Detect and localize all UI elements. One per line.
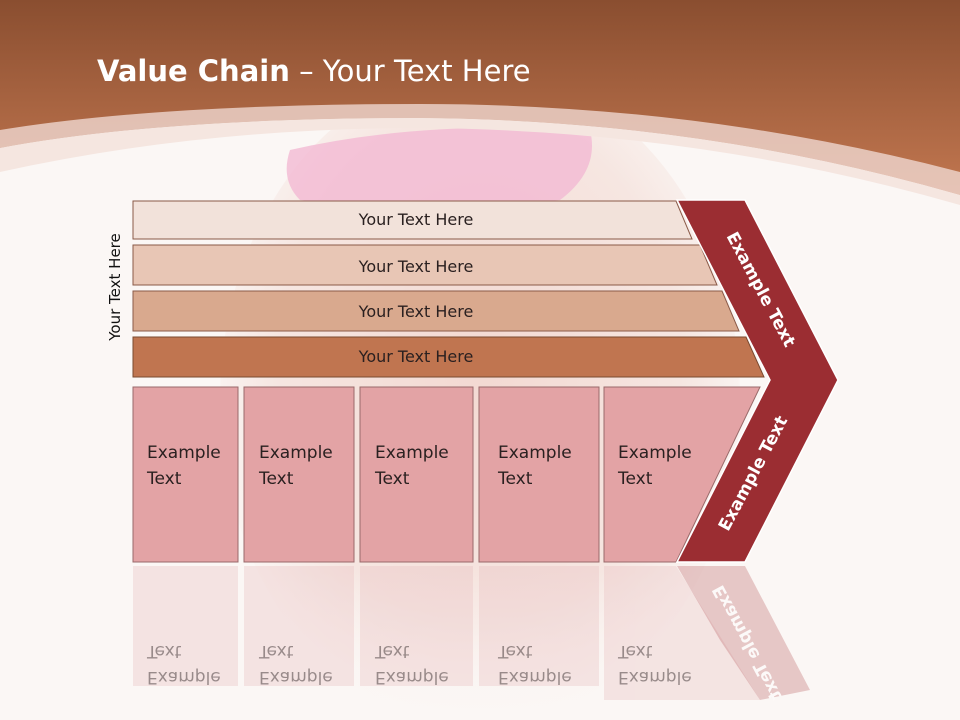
reflection-line1: Example [618, 667, 692, 687]
title-bold: Value Chain [97, 54, 290, 88]
reflection-line1: Example [147, 667, 221, 687]
reflection-line1: Example [375, 667, 449, 687]
pink-garment [286, 127, 592, 208]
support-row-shape [132, 200, 693, 240]
primary-cell: Example Text [478, 386, 600, 563]
primary-cell-shape [243, 386, 355, 563]
cell-line1: Example [498, 443, 572, 463]
cell-line2: Text [374, 469, 410, 489]
cell-line1: Example [618, 443, 692, 463]
header-band [0, 0, 960, 195]
support-row-shape [132, 336, 765, 378]
primary-cell: Example Text [359, 386, 474, 563]
support-row: Your Text Here [132, 200, 693, 240]
support-row-shape [132, 290, 740, 332]
support-row: Your Text Here [132, 244, 718, 286]
reflection-line1: Example [259, 667, 333, 687]
chevron-shape [675, 199, 839, 563]
support-row-label: Your Text Here [358, 302, 474, 321]
cell-line2: Text [497, 469, 533, 489]
primary-cell-shape [478, 386, 600, 563]
header-swoosh [0, 104, 960, 195]
support-row: Your Text Here [132, 336, 765, 378]
reflection-text: Example Text Example Text Example Text E… [146, 641, 692, 687]
support-row-label: Your Text Here [358, 347, 474, 366]
cell-line2: Text [146, 469, 182, 489]
reflection-line2: Text [258, 641, 294, 661]
primary-cell-shape [132, 386, 239, 563]
slide-title: Value Chain – Your Text Here [97, 54, 531, 88]
reflection-line1: Example [498, 667, 572, 687]
cell-line1: Example [259, 443, 333, 463]
reflection-line2: Text [374, 641, 410, 661]
primary-cell: Example Text [603, 386, 761, 563]
primary-cell: Example Text [132, 386, 239, 563]
title-rest: – Your Text Here [289, 54, 531, 88]
cells-reflection [133, 566, 760, 700]
support-row-shape [132, 244, 718, 286]
support-row-label: Your Text Here [358, 257, 474, 276]
support-row-label: Your Text Here [358, 210, 474, 229]
reflection-line2: Text [146, 641, 182, 661]
reflection-line2: Text [617, 641, 653, 661]
primary-cell-shape [359, 386, 474, 563]
reflection-line2: Text [497, 641, 533, 661]
cell-line1: Example [375, 443, 449, 463]
cell-line1: Example [147, 443, 221, 463]
cell-line2: Text [617, 469, 653, 489]
primary-cell-shape [603, 386, 761, 563]
primary-cell: Example Text [243, 386, 355, 563]
cell-line2: Text [258, 469, 294, 489]
support-row: Your Text Here [132, 290, 740, 332]
